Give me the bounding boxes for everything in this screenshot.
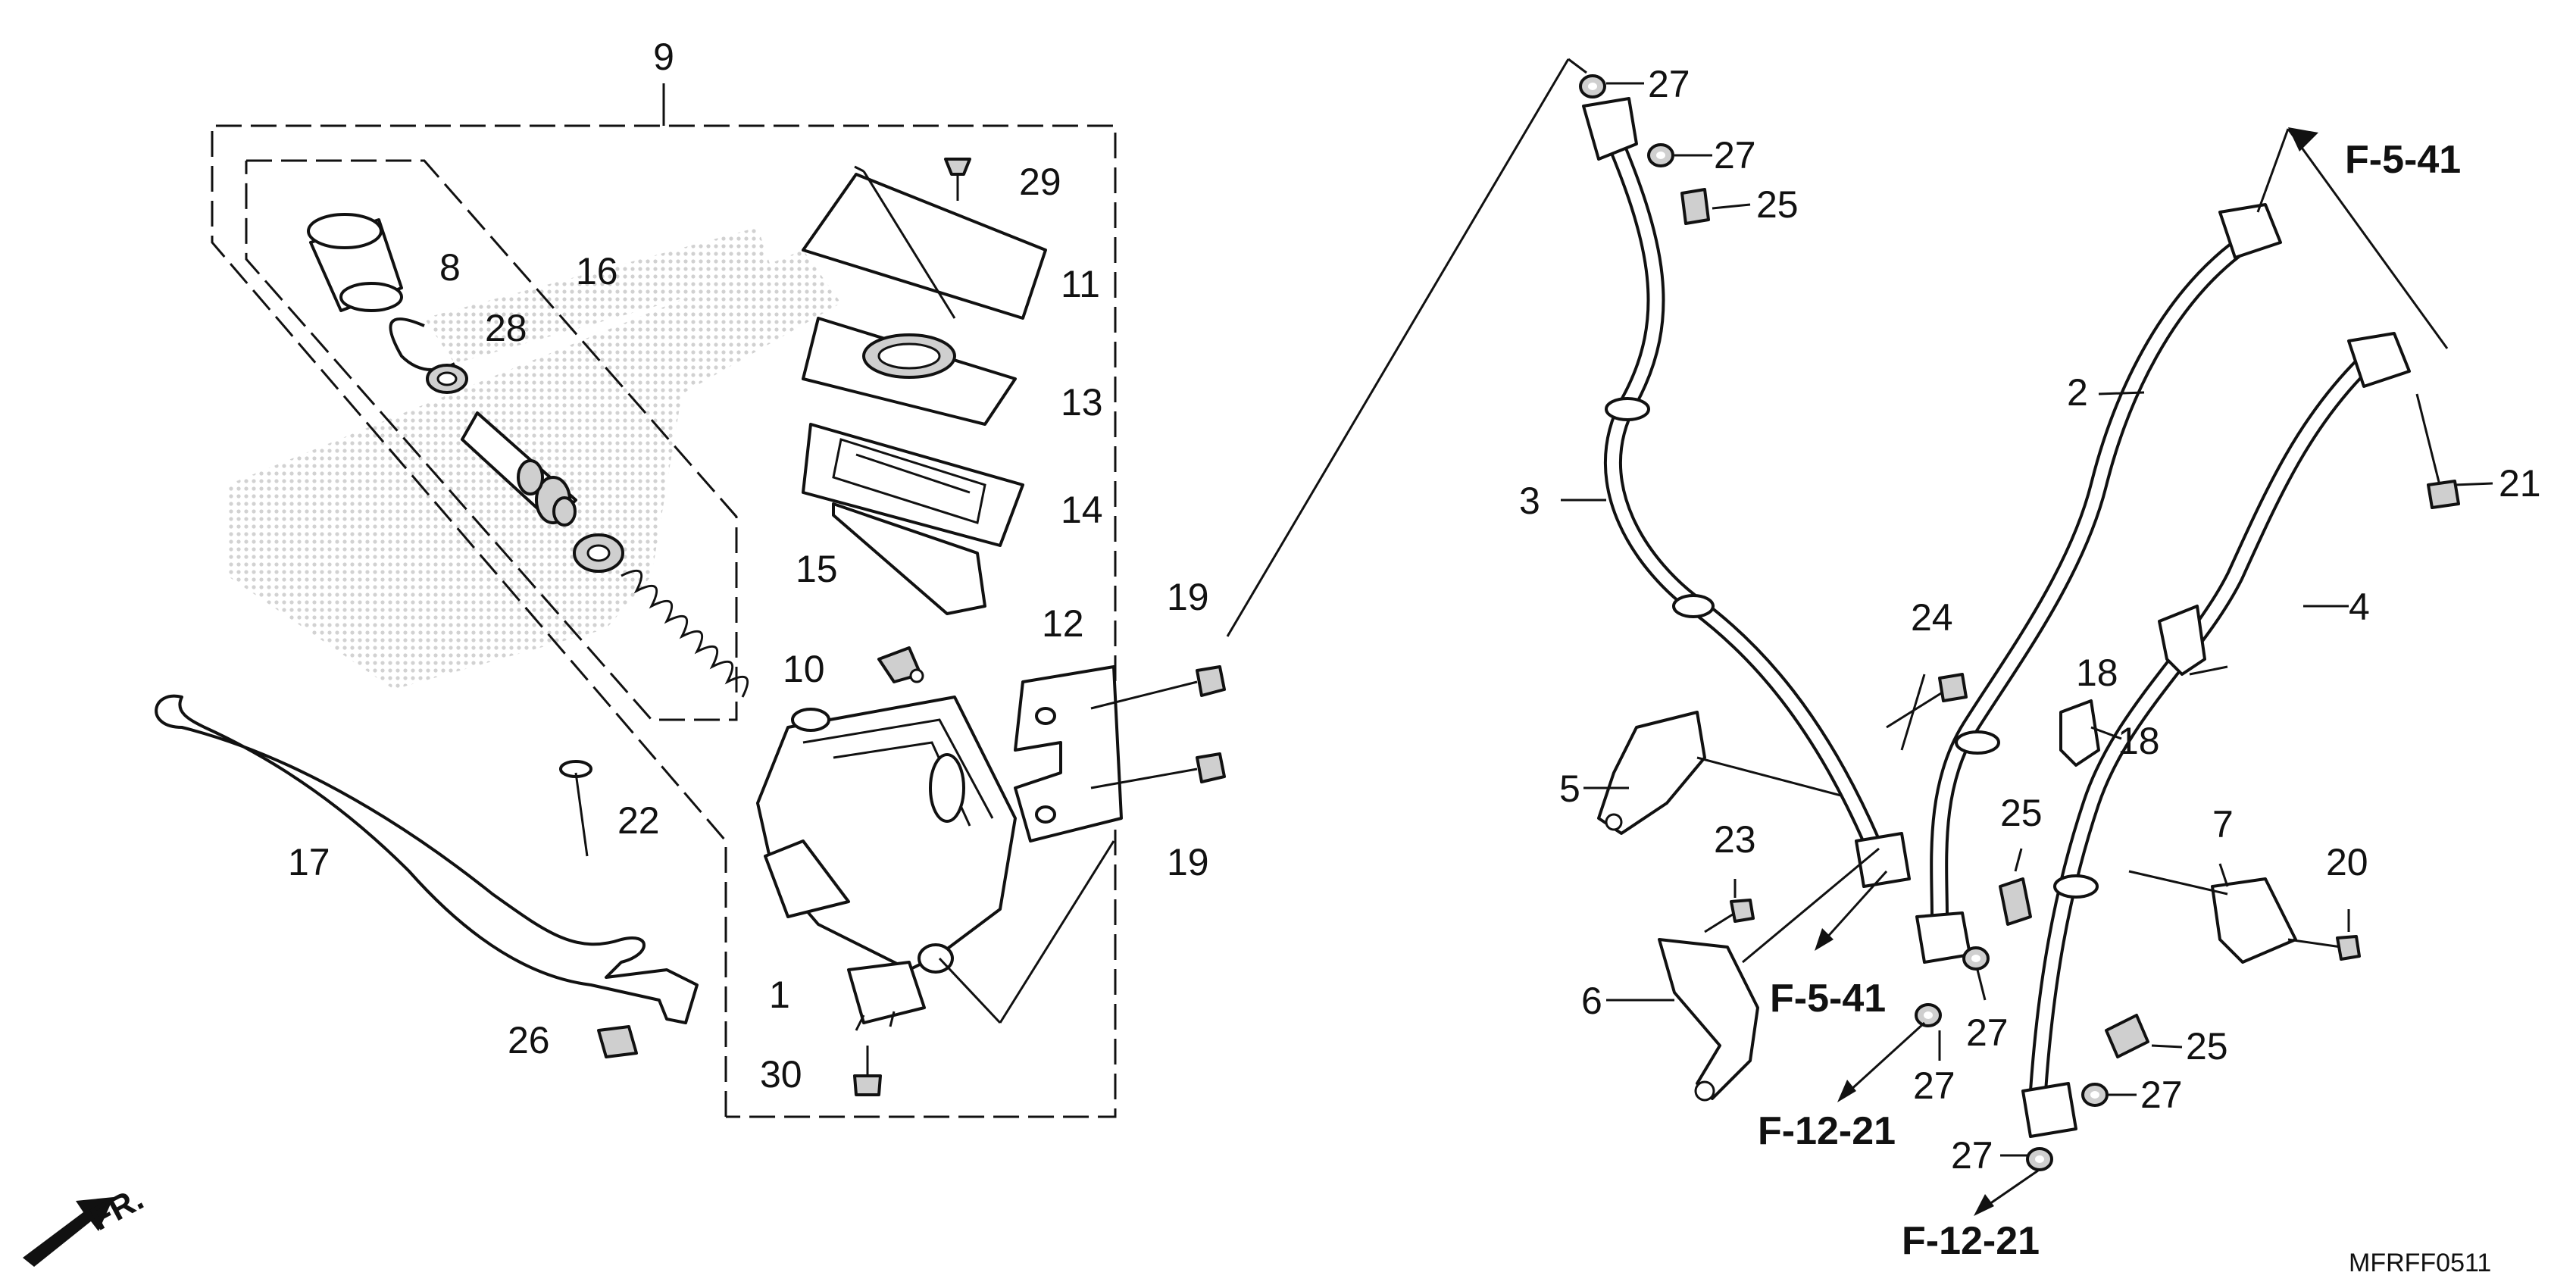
clamp-holder-part-12 (1014, 665, 1123, 843)
label-part-11: 11 (1061, 263, 1100, 305)
bolt-part-23 (1704, 899, 1755, 933)
label-part-20: 20 (2326, 841, 2368, 883)
label-part-27-3: 27 (1966, 1011, 2009, 1054)
reference-labels: F-5-41 F-5-41 F-12-21 F-12-21 (1758, 138, 2461, 1263)
plate-part-13 (802, 317, 1017, 426)
label-part-4: 4 (2349, 586, 2370, 628)
piston (461, 411, 577, 527)
bolt-part-21 (2415, 393, 2460, 509)
ref-label-f1221-left: F-12-21 (1758, 1109, 1896, 1153)
label-part-10: 10 (783, 648, 825, 690)
label-part-22: 22 (617, 799, 660, 842)
label-part-25-2: 25 (2000, 792, 2043, 834)
bolt-part-19-top (1090, 665, 1226, 710)
bolt-part-24 (1886, 673, 1968, 729)
master-cylinder-body (756, 696, 1017, 974)
bolt-part-19-bottom (1090, 752, 1226, 789)
washer-part-27-4 (1915, 1003, 1942, 1027)
label-part-19-top: 19 (1167, 576, 1209, 618)
label-part-14: 14 (1061, 489, 1103, 531)
bolt-part-20 (2287, 935, 2361, 961)
label-part-28: 28 (485, 307, 527, 349)
ref-label-f541-mid: F-5-41 (1770, 977, 1886, 1021)
part-labels: 9 8 28 16 29 11 13 14 15 12 19 19 10 22 … (288, 36, 2541, 1177)
label-part-9: 9 (653, 36, 674, 78)
bracket-part-6 (1658, 938, 1759, 1102)
label-part-25-3: 25 (2186, 1025, 2228, 1068)
screw-part-29 (944, 158, 971, 201)
brake-lever-part-17 (155, 694, 699, 1024)
label-part-27-1: 27 (1648, 63, 1690, 105)
ref-arrow-f1221-left (1837, 1021, 1926, 1102)
label-part-8: 8 (439, 246, 461, 289)
leader-lines-right (1561, 82, 2493, 1157)
spring (621, 569, 749, 698)
gasket-part-15 (832, 502, 986, 615)
assembly-16-outline (245, 159, 738, 721)
brake-switch-part-10 (877, 646, 924, 683)
label-part-25-1: 25 (1756, 183, 1799, 226)
cup-seal (573, 533, 624, 573)
brake-hose-part-3 (1582, 97, 1911, 888)
label-part-19-bottom: 19 (1167, 841, 1209, 883)
label-part-27-5: 27 (2140, 1074, 2183, 1116)
front-direction-arrow (23, 1197, 114, 1267)
front-marker-label: FR. (85, 1180, 150, 1238)
label-part-24: 24 (1911, 596, 1953, 639)
watermark-logo (227, 227, 841, 689)
label-part-27-4: 27 (1913, 1064, 1955, 1107)
label-part-5: 5 (1559, 767, 1580, 810)
bolt-part-25-mid (1999, 877, 2032, 926)
pivot-bolt-part-22 (559, 760, 592, 857)
leader-lines-left (938, 58, 1587, 1024)
ref-arrow-f1221-right (1974, 1169, 2039, 1216)
label-part-6: 6 (1581, 980, 1602, 1022)
label-part-2: 2 (2067, 371, 2088, 414)
hose-guide-part-18-top (2158, 605, 2206, 676)
label-part-29: 29 (1019, 161, 1061, 203)
label-part-18-bottom: 18 (2118, 720, 2160, 762)
label-part-26: 26 (508, 1019, 550, 1061)
label-part-16: 16 (576, 250, 618, 292)
label-part-27-6: 27 (1951, 1134, 1993, 1177)
assembly-9-outline (211, 83, 1117, 1118)
washer-part-27-6 (2026, 1147, 2053, 1171)
ref-arrow-f541-mid (1815, 870, 1888, 951)
boot-part-8 (307, 213, 403, 312)
label-part-27-2: 27 (1714, 134, 1756, 177)
label-part-7: 7 (2212, 803, 2234, 846)
label-part-1: 1 (769, 974, 790, 1016)
bolt-part-25-top (1680, 188, 1710, 225)
diaphragm-part-14 (802, 423, 1024, 547)
label-part-13: 13 (1061, 381, 1103, 424)
label-part-23: 23 (1714, 818, 1756, 861)
label-part-30: 30 (760, 1053, 802, 1096)
label-part-18-top: 18 (2076, 652, 2118, 694)
label-part-21: 21 (2499, 462, 2541, 505)
washer-part-27-3 (1962, 946, 1990, 971)
washer-part-27-2 (1647, 143, 1674, 167)
label-part-12: 12 (1042, 602, 1084, 645)
washer-part-27-5 (2081, 1083, 2109, 1107)
hose-guide-part-18-bottom (2059, 699, 2100, 767)
ref-arrow-f541-top (2256, 127, 2449, 349)
washer-part-27-1 (1579, 74, 1606, 98)
ref-label-f1221-right: F-12-21 (1902, 1219, 2040, 1263)
clamp-part-7 (2211, 877, 2297, 964)
stop-switch-part-1 (847, 961, 926, 1031)
bracket-part-5 (1597, 711, 1706, 835)
nut-part-26 (597, 1025, 638, 1058)
reservoir-cap-part-11 (802, 165, 1047, 320)
bolt-part-25-right (2105, 1014, 2149, 1058)
diagram-code: MFRFF0511 (2349, 1249, 2491, 1277)
seal-washer (426, 364, 468, 394)
screw-part-30 (853, 1046, 882, 1096)
label-part-17: 17 (288, 841, 330, 883)
label-part-3: 3 (1519, 480, 1540, 522)
label-part-15: 15 (796, 548, 838, 590)
brake-hose-part-4 (2021, 332, 2411, 1138)
ref-label-f541-top: F-5-41 (2345, 138, 2461, 182)
brake-hose-part-2 (1915, 203, 2282, 964)
